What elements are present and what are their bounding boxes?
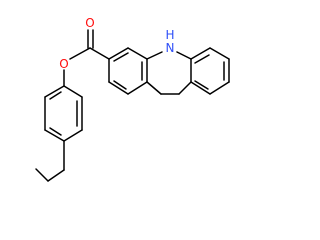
- bond-phenyl-4: [44, 85, 65, 98]
- carbonyl-oxygen-label: O: [85, 16, 94, 30]
- bond-carbazole-n-right: [176, 51, 192, 60]
- bond-carbazole-bridge-left: [146, 81, 162, 95]
- bond-carbazole-right-2: [209, 47, 230, 60]
- bond-phenyl-double-3: [49, 127, 62, 136]
- bond-carbazole-right-double-1: [194, 54, 210, 64]
- bond-carbazole-right-4: [209, 81, 230, 95]
- molecule-canvas: O O H N: [35, 16, 230, 182]
- ester-oxygen-label: O: [59, 57, 68, 71]
- bond-carbazole-left-5: [108, 81, 129, 95]
- molecule-structure: O O H N: [35, 16, 230, 182]
- bond-phenyl-6: [44, 129, 65, 142]
- bond-carbazole-left-2: [127, 47, 148, 60]
- bond-phenyl-1: [63, 129, 83, 142]
- nh-nitrogen-label: N: [166, 41, 175, 55]
- bond-phenyl-3: [63, 85, 83, 98]
- bond-carbazole-n-left: [146, 51, 163, 60]
- bond-carbazole-left-4: [127, 81, 148, 95]
- nh-hydrogen-label: H: [165, 28, 174, 42]
- bond-oxygen-carbonyl: [69, 47, 91, 60]
- bond-carbazole-left-double-1: [113, 52, 129, 62]
- bond-carbazole-right-1: [190, 47, 211, 60]
- bond-phenyl-double-2: [49, 91, 62, 100]
- bond-carbazole-left-double-3: [113, 80, 127, 90]
- bond-carbazole-left-1: [108, 47, 129, 60]
- bond-carbazole-right-5: [190, 81, 211, 95]
- bond-carbazole-right-double-3: [194, 80, 209, 90]
- bond-propyl-2: [47, 169, 65, 182]
- bond-propyl-1: [35, 168, 49, 182]
- bond-carbazole-bridge-right: [178, 81, 192, 95]
- bond-carbonyl-ring: [89, 47, 110, 60]
